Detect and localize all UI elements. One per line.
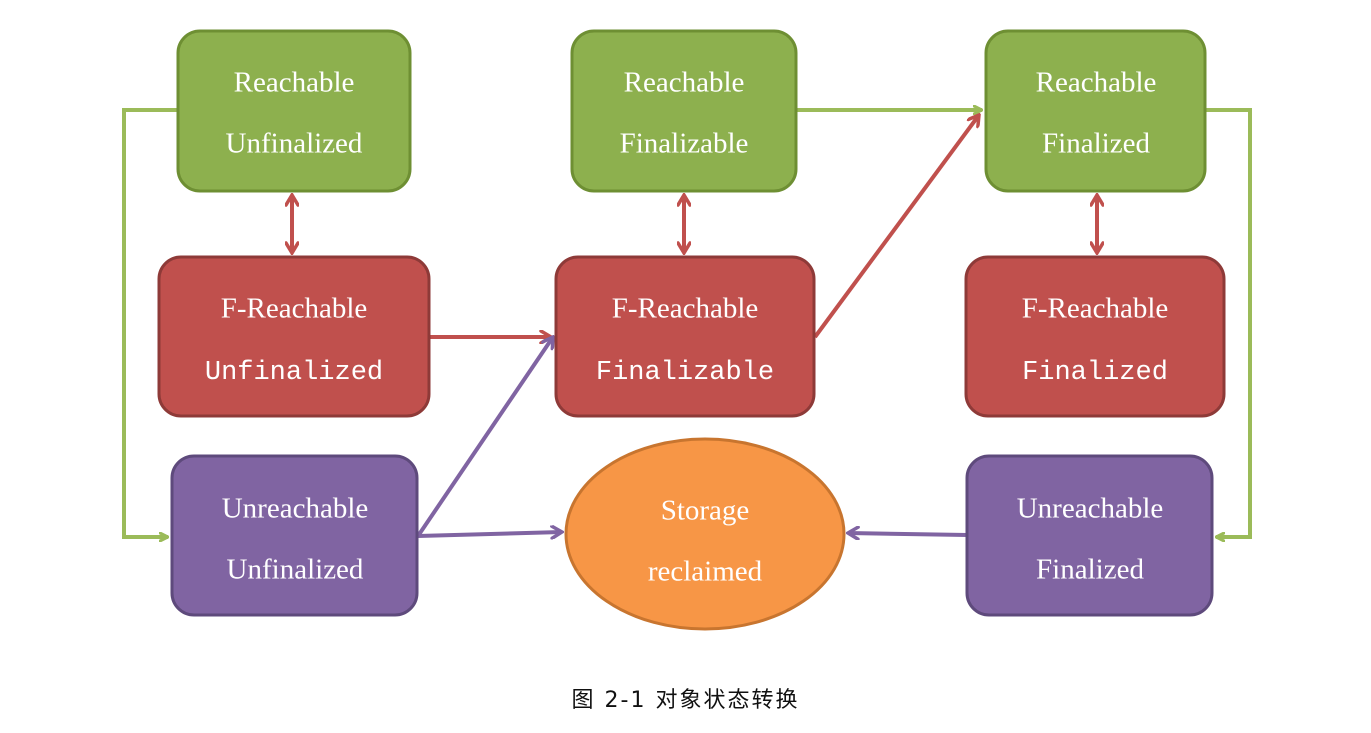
arrow-reachable-finalized-to-unreachable-finalized	[1205, 108, 1252, 537]
node-label-line1: Reachable	[1036, 67, 1157, 99]
node-unreachable-unfinalized: Unreachable Unfinalized	[170, 454, 419, 617]
node-unreachable-finalized: Unreachable Finalized	[965, 454, 1214, 617]
node-reachable-finalized: Reachable Finalized	[984, 29, 1207, 193]
node-label-line2: Unfinalized	[205, 358, 383, 388]
node-label-line1: F-Reachable	[1022, 293, 1169, 325]
node-label-line1: Reachable	[624, 67, 745, 99]
node-label-line2: Finalizable	[620, 128, 749, 160]
node-storage-reclaimed: Storage reclaimed	[564, 437, 846, 631]
arrow-unreachable-unfinalized-to-storage	[417, 532, 562, 536]
figure-caption: 图 2-1 对象状态转换	[571, 688, 800, 713]
arrow-reachable-unfinalized-to-unreachable-unfinalized	[122, 108, 178, 537]
node-label-line1: F-Reachable	[612, 293, 759, 325]
arrow-unreachable-finalized-to-storage	[848, 533, 968, 535]
node-label-line1: F-Reachable	[221, 293, 368, 325]
node-label-line2: Unfinalized	[227, 554, 364, 586]
node-label-line2: Finalized	[1042, 128, 1150, 160]
node-reachable-finalizable: Reachable Finalizable	[570, 29, 798, 193]
arrow-freachable-finalizable-to-reachable-finalized	[813, 115, 979, 339]
node-label-line2: Finalized	[1036, 554, 1144, 586]
node-label-line1: Storage	[661, 495, 750, 527]
node-freachable-unfinalized: F-Reachable Unfinalized	[157, 255, 431, 418]
node-reachable-unfinalized: Reachable Unfinalized	[176, 29, 412, 193]
node-freachable-finalized: F-Reachable Finalized	[964, 255, 1226, 418]
node-label-line2: Finalizable	[596, 358, 774, 388]
node-freachable-finalizable: F-Reachable Finalizable	[554, 255, 816, 418]
node-label-line2: Finalized	[1022, 358, 1168, 388]
node-label-line1: Unreachable	[1017, 493, 1164, 525]
node-label-line1: Unreachable	[222, 493, 369, 525]
node-label-line1: Reachable	[234, 67, 355, 99]
node-label-line2: Unfinalized	[226, 128, 363, 160]
arrow-unreachable-unfinalized-to-freachable-finalizable	[416, 337, 553, 538]
node-label-line2: reclaimed	[648, 556, 763, 588]
